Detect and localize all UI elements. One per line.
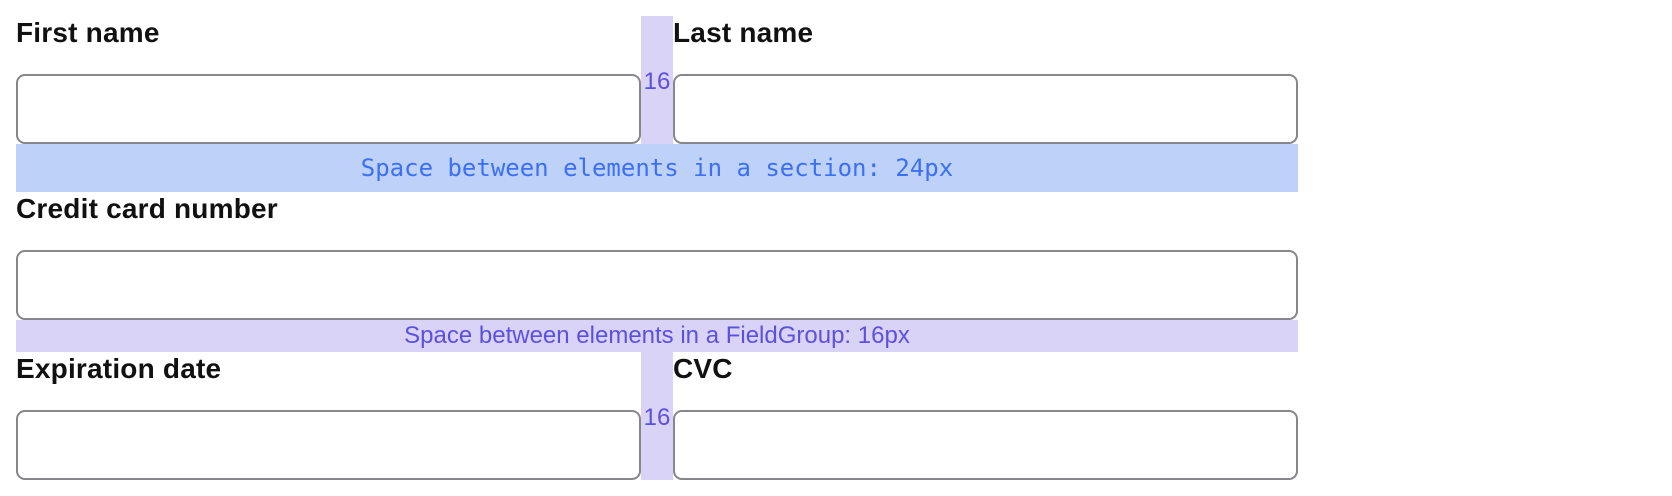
credit-card-number-input[interactable] [16, 250, 1298, 320]
section-gap-annotation: Space between elements in a section: 24p… [360, 154, 954, 182]
cvc-label: CVC [673, 353, 733, 384]
cvc-field: CVC [673, 352, 1298, 480]
first-name-field: First name [16, 16, 641, 144]
credit-card-number-label: Credit card number [16, 193, 278, 224]
field-row-expiry-cvc: Expiration date 16 CVC [16, 352, 1298, 480]
expiration-date-input[interactable] [16, 410, 641, 480]
field-row-name: First name 16 Last name [16, 16, 1298, 144]
last-name-input[interactable] [673, 74, 1298, 144]
column-gap-size-label: 16 [643, 68, 671, 95]
cvc-input[interactable] [673, 410, 1298, 480]
last-name-label: Last name [673, 17, 814, 48]
column-gap-size-label: 16 [643, 404, 671, 431]
expiration-date-field: Expiration date [16, 352, 641, 480]
credit-card-number-field: Credit card number [16, 192, 1298, 320]
first-name-input[interactable] [16, 74, 641, 144]
first-name-label: First name [16, 17, 160, 48]
fieldgroup-gap-band: Space between elements in a FieldGroup: … [16, 320, 1298, 352]
field-row-card-number: Credit card number [16, 192, 1298, 320]
column-gap-band: 16 [641, 352, 673, 480]
section-gap-band: Space between elements in a section: 24p… [16, 144, 1298, 192]
expiration-date-label: Expiration date [16, 353, 222, 384]
column-gap-band: 16 [641, 16, 673, 144]
last-name-field: Last name [673, 16, 1298, 144]
spacing-demo-page: First name 16 Last name Space between el… [16, 16, 1298, 480]
fieldgroup-gap-annotation: Space between elements in a FieldGroup: … [404, 322, 910, 349]
form-section: First name 16 Last name Space between el… [16, 16, 1298, 480]
